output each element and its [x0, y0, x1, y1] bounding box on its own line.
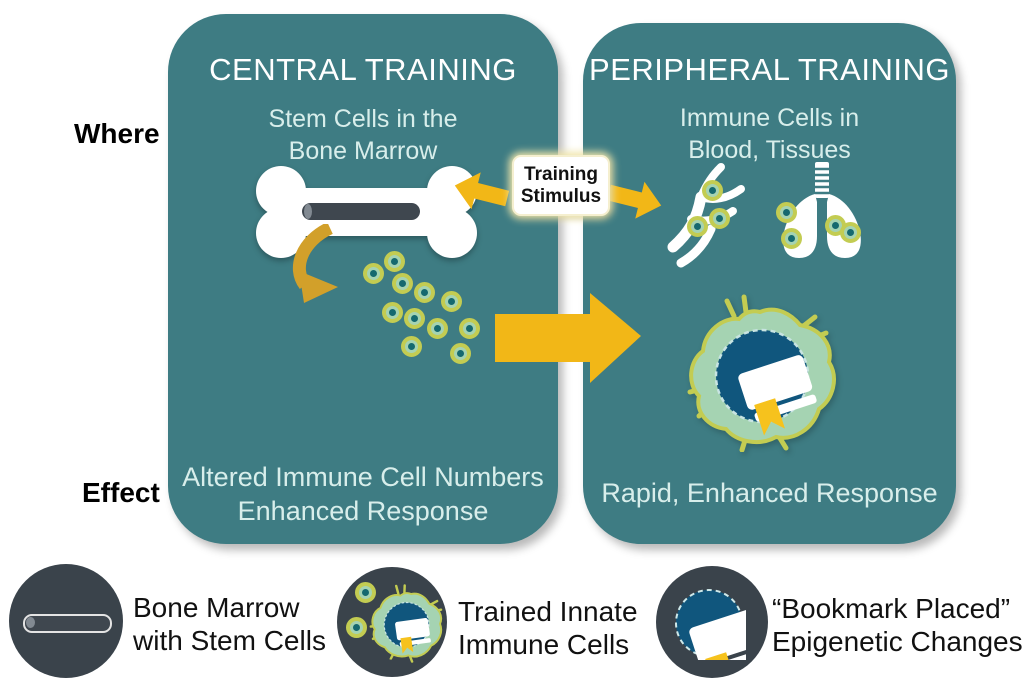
immune-cell-icon: [687, 216, 708, 237]
legend-2-line2: Immune Cells: [458, 629, 630, 661]
trained-innate-cell-icon: [682, 292, 842, 452]
training-stimulus-line2: Stimulus: [520, 185, 602, 207]
bone-icon: [256, 166, 477, 258]
peripheral-effect-text: Rapid, Enhanced Response: [583, 477, 956, 511]
immune-cell-icon: [709, 208, 730, 229]
legend-epigenetic-icon: [656, 566, 768, 678]
immune-cell-icon: [384, 251, 405, 272]
peripheral-subtitle: Immune Cells in Blood, Tissues: [583, 103, 956, 166]
immune-cell-icon: [363, 263, 384, 284]
bookmarked-book-icon: [675, 589, 746, 660]
peripheral-effect-line: Rapid, Enhanced Response: [601, 478, 938, 508]
legend-2-line1: Trained Innate: [458, 596, 638, 627]
legend-3-line2: Epigenetic Changes: [772, 626, 1023, 658]
central-effect-text: Altered Immune Cell Numbers Enhanced Res…: [168, 461, 558, 529]
immune-cell-icon: [355, 582, 376, 603]
immune-cell-icon: [401, 336, 422, 357]
legend-item-epigenetic: “Bookmark Placed” Epigenetic Changes: [772, 592, 1023, 658]
peripheral-title: PERIPHERAL TRAINING: [589, 52, 950, 87]
central-training-panel: CENTRAL TRAINING Stem Cells in the Bone …: [168, 14, 558, 544]
immune-cell-icon: [404, 308, 425, 329]
central-subtitle-line1: Stem Cells in the: [268, 105, 458, 133]
legend-trained-cell-icon: [337, 567, 447, 677]
where-row-label: Where: [74, 118, 160, 149]
immune-cell-icon: [840, 222, 861, 243]
immune-cell-icon: [702, 180, 723, 201]
effect-row-label: Effect: [82, 477, 160, 508]
peripheral-subtitle-line1: Immune Cells in: [679, 104, 860, 132]
immune-cell-icon: [346, 617, 367, 638]
central-to-peripheral-arrow-icon: [495, 293, 641, 383]
legend-3-line1: “Bookmark Placed”: [772, 593, 1011, 624]
training-stimulus-arrow-left-icon: [454, 172, 510, 210]
bone-marrow-rod-icon: [302, 203, 420, 220]
legend-1-line1: Bone Marrow: [133, 592, 300, 623]
legend-item-bone-marrow: Bone Marrow with Stem Cells: [133, 591, 326, 657]
central-subtitle: Stem Cells in the Bone Marrow: [168, 104, 558, 167]
central-subtitle-line2: Bone Marrow: [288, 136, 438, 165]
immune-cell-icon: [450, 343, 471, 364]
immune-cell-icon: [781, 228, 802, 249]
training-stimulus-arrow-right-icon: [606, 181, 662, 219]
central-title: CENTRAL TRAINING: [209, 52, 517, 87]
central-effect-line2: Enhanced Response: [237, 495, 489, 526]
training-stimulus-label: Training Stimulus: [512, 155, 610, 216]
peripheral-subtitle-line2: Blood, Tissues: [688, 135, 851, 164]
legend-bone-marrow-icon: [9, 564, 123, 678]
immune-cell-icon: [427, 318, 448, 339]
immune-cell-icon: [776, 202, 797, 223]
legend-1-line2: with Stem Cells: [133, 625, 326, 657]
peripheral-training-panel: PERIPHERAL TRAINING Immune Cells in Bloo…: [583, 23, 956, 544]
immune-cell-icon: [392, 273, 413, 294]
legend-item-trained-cells: Trained Innate Immune Cells: [458, 595, 638, 661]
central-effect-line1: Altered Immune Cell Numbers: [182, 462, 544, 492]
immune-cell-icon: [382, 302, 403, 323]
immune-cell-icon: [414, 282, 435, 303]
bone-marrow-rod-icon: [23, 614, 112, 633]
immune-cell-icon: [441, 291, 462, 312]
training-stimulus-line1: Training: [524, 163, 598, 185]
trained-innate-cell-icon: [362, 578, 452, 668]
curved-release-arrow-icon: [292, 224, 338, 303]
immune-cell-icon: [459, 318, 480, 339]
